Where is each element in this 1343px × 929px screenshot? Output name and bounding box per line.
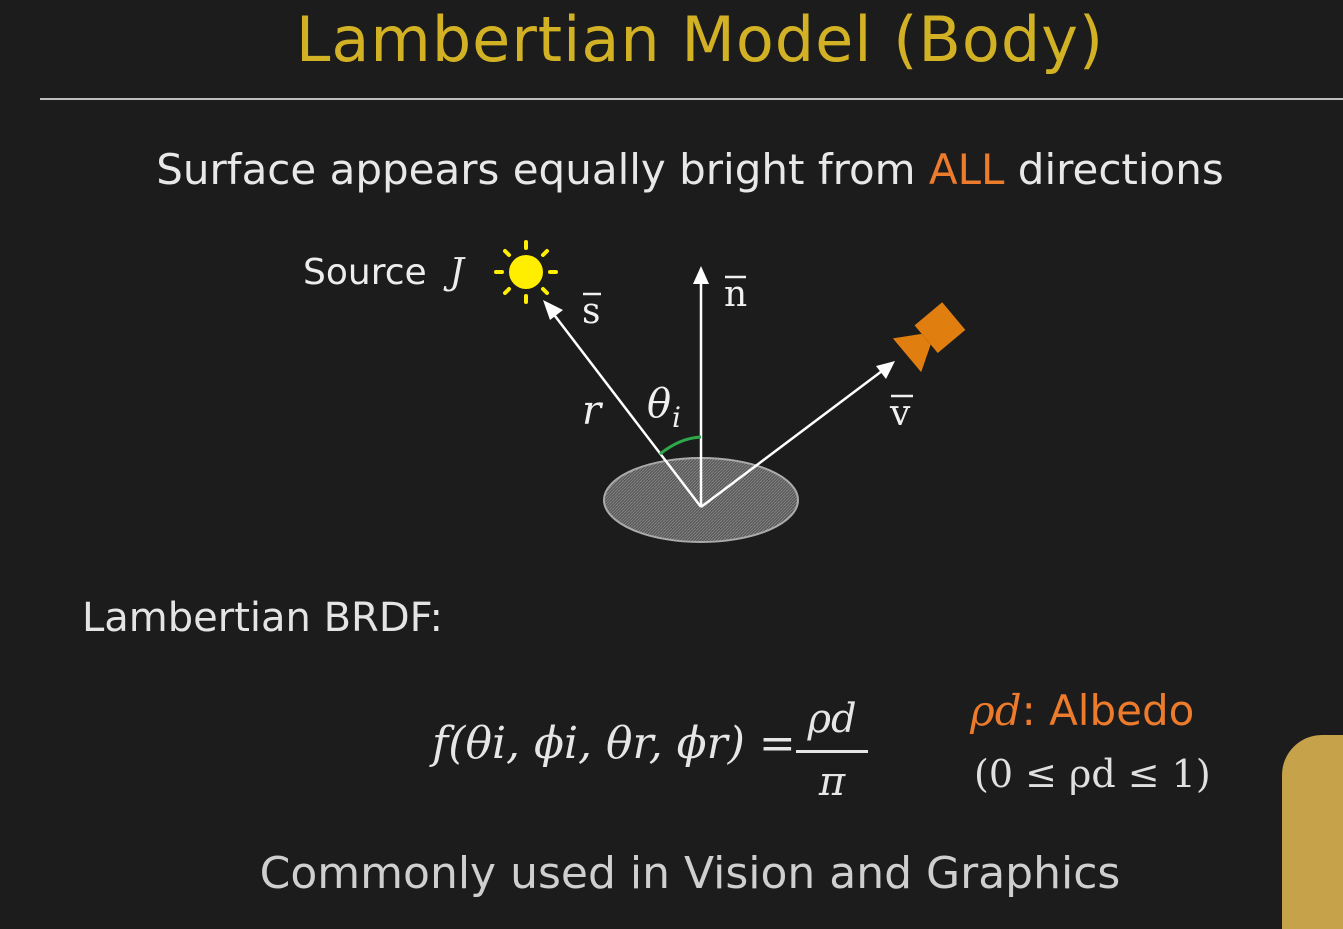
source-text: Source: [303, 252, 427, 293]
albedo-definition: ρd: Albedo: [970, 686, 1194, 735]
fraction-numerator: ρd: [807, 696, 857, 742]
vector-n-label: n: [724, 274, 747, 315]
fraction-bar: [796, 750, 868, 753]
view-vector-line: [700, 370, 883, 508]
vector-v-label: v: [889, 393, 911, 434]
formula-text: f(θi, ϕi, θr, ϕr) =: [432, 718, 796, 769]
distance-r-label: r: [582, 388, 604, 434]
brdf-fraction: ρd π: [796, 696, 868, 805]
vector-s-label: s: [582, 291, 600, 332]
brdf-formula-lhs: f(θi, ϕi, θr, ϕr) =: [432, 718, 796, 769]
source-vector-arrowhead: [543, 300, 563, 320]
source-vector-line: [551, 311, 702, 508]
source-label: Source J: [303, 252, 464, 293]
source-symbol: J: [449, 252, 464, 293]
normal-vector-arrowhead: [693, 266, 709, 284]
theta-subscript: i: [672, 401, 681, 434]
fraction-denominator: π: [818, 759, 846, 805]
title-divider: [40, 98, 1343, 100]
albedo-range: (0 ≤ ρd ≤ 1): [974, 752, 1211, 796]
view-vector-arrowhead: [876, 361, 895, 379]
slide-title: Lambertian Model (Body): [295, 3, 1105, 76]
albedo-symbol: ρd: [970, 686, 1022, 735]
slide-footer: Commonly used in Vision and Graphics: [259, 848, 1121, 899]
subtitle-highlight: ALL: [928, 145, 1005, 194]
incidence-angle-arc: [659, 435, 702, 456]
presenter-partial: [1282, 735, 1343, 929]
sun-icon: [494, 240, 558, 304]
camera-icon: [892, 302, 966, 373]
albedo-label: : Albedo: [1021, 686, 1195, 735]
brdf-label: Lambertian BRDF:: [82, 595, 443, 641]
subtitle-text-start: Surface appears equally bright from: [156, 145, 929, 194]
subtitle-text-end: directions: [1004, 145, 1224, 194]
slide-subtitle: Surface appears equally bright from ALL …: [0, 144, 1343, 196]
theta-label: θ: [647, 381, 671, 427]
